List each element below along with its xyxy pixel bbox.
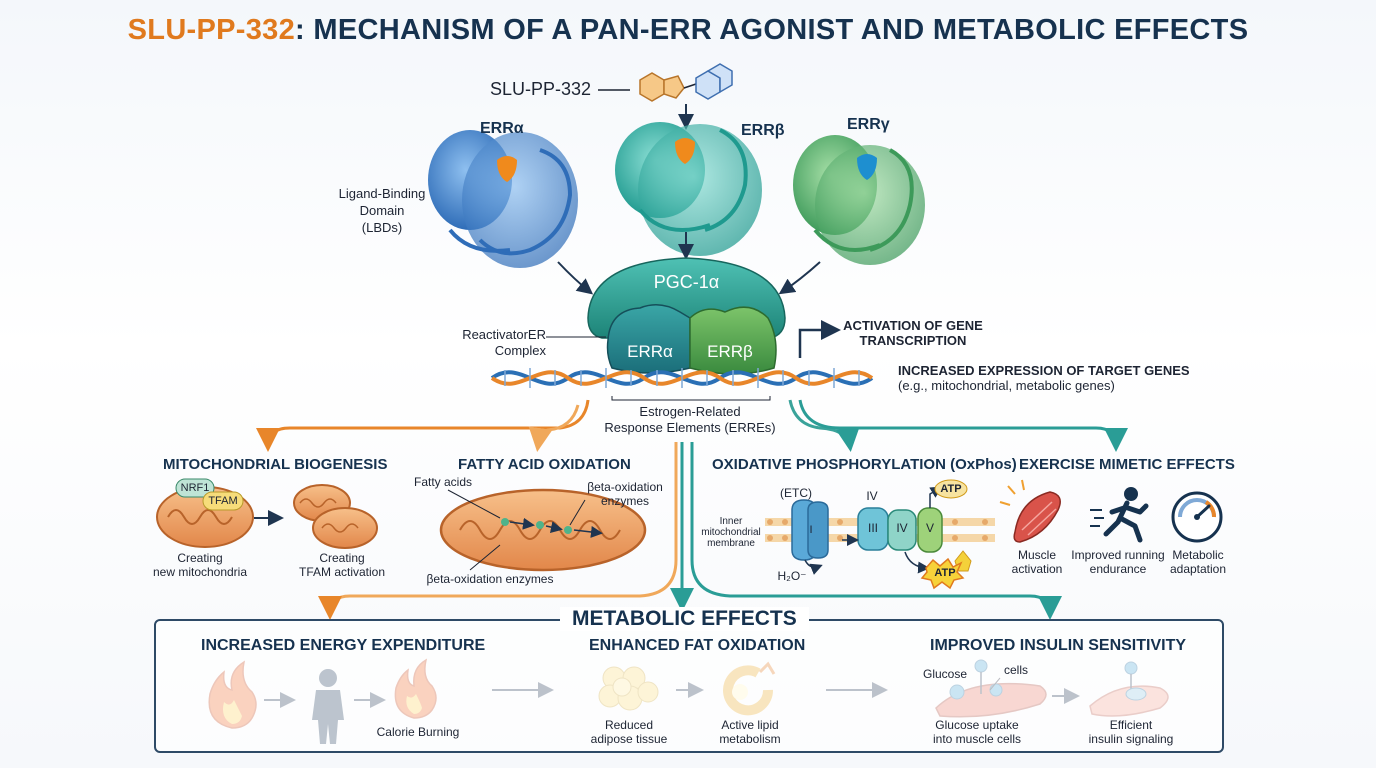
err-gamma-label: ERRγ bbox=[847, 116, 890, 133]
insulin-caption-1: Glucose uptake into muscle cells bbox=[932, 718, 1022, 746]
insulin-caption-2: Efficient insulin signaling bbox=[1088, 718, 1174, 746]
increased-expression-label: INCREASED EXPRESSION OF TARGET GENES bbox=[898, 363, 1190, 378]
cells-label: cells bbox=[1003, 663, 1028, 677]
membrane-label: Inner mitochondrial membrane bbox=[701, 516, 761, 549]
pgc1a-complex bbox=[587, 257, 786, 375]
complex-i-label: I bbox=[809, 524, 813, 536]
pgc1a-label: PGC-1α bbox=[653, 272, 720, 292]
etc-membrane-icon bbox=[765, 479, 995, 590]
nrf1-label: NRF1 bbox=[180, 482, 210, 494]
h2o-label: H₂O⁻ bbox=[777, 569, 807, 583]
fatty-acids-label: Fatty acids bbox=[413, 475, 473, 489]
ligand-label: SLU-PP-332 bbox=[490, 79, 592, 99]
energy-title: INCREASED ENERGY EXPENDITURE bbox=[201, 637, 486, 654]
complex-v-label: V bbox=[925, 521, 934, 535]
fao-title: FATTY ACID OXIDATION bbox=[458, 456, 631, 473]
mito-caption-2: Creating TFAM activation bbox=[298, 551, 386, 579]
fao-mitochondrion-icon bbox=[439, 488, 647, 572]
beta-oxidation-label-1: βeta-oxidation enzymes bbox=[587, 480, 663, 508]
exercise-title: EXERCISE MIMETIC EFFECTS bbox=[1019, 456, 1235, 473]
energy-caption: Calorie Burning bbox=[376, 725, 460, 739]
exercise-caption-1: Muscle activation bbox=[1011, 548, 1063, 576]
err-alpha-protein bbox=[428, 130, 578, 268]
page-title: SLU-PP-332: MECHANISM OF A PAN-ERR AGONI… bbox=[0, 14, 1376, 47]
err-alpha-label: ERRα bbox=[480, 120, 524, 137]
fat-caption-2: Active lipid metabolism bbox=[719, 718, 781, 746]
mito-caption-1: Creating new mitochondria bbox=[152, 551, 248, 579]
glucose-label: Glucose bbox=[922, 667, 968, 681]
err-beta-label: ERRβ bbox=[741, 122, 785, 139]
fat-title: ENHANCED FAT OXIDATION bbox=[589, 637, 806, 654]
mito-title: MITOCHONDRIAL BIOGENESIS bbox=[163, 456, 388, 473]
atp-label-2: ATP bbox=[934, 567, 956, 579]
ligand-molecule-icon bbox=[598, 63, 733, 130]
complex-iv-top-label: IV bbox=[866, 489, 878, 503]
tfam-label: TFAM bbox=[208, 495, 238, 507]
dna-helix bbox=[490, 368, 874, 401]
atp-label-1: ATP bbox=[940, 483, 962, 495]
exercise-caption-2: Improved running endurance bbox=[1071, 548, 1165, 576]
fat-caption-1: Reduced adipose tissue bbox=[590, 718, 668, 746]
complex-iii-label: III bbox=[867, 521, 878, 535]
insulin-title: IMPROVED INSULIN SENSITIVITY bbox=[930, 637, 1187, 654]
exercise-caption-3: Metabolic adaptation bbox=[1169, 548, 1227, 576]
complex-err-beta: ERRβ bbox=[707, 342, 753, 361]
etc-label: (ETC) bbox=[780, 486, 812, 500]
metabolic-effects-title: METABOLIC EFFECTS bbox=[560, 607, 809, 631]
complex-iv-label: IV bbox=[896, 521, 908, 535]
increased-expression-sub: (e.g., mitochondrial, metabolic genes) bbox=[898, 378, 1115, 393]
gauge-icon bbox=[1171, 491, 1223, 543]
lbd-label: Ligand-Binding Domain (LBDs) bbox=[338, 186, 426, 235]
title-drug: SLU-PP-332 bbox=[127, 14, 296, 46]
beta-oxidation-label-2: βeta-oxidation enzymes bbox=[426, 572, 554, 586]
oxphos-title: OXIDATIVE PHOSPHORYLATION (OxPhos) bbox=[712, 456, 1017, 473]
runner-icon bbox=[1090, 487, 1149, 543]
err-beta-protein bbox=[615, 122, 762, 260]
complex-err-alpha: ERRα bbox=[627, 342, 673, 361]
activation-label: ACTIVATION OF GENE TRANSCRIPTION bbox=[843, 318, 983, 348]
err-gamma-protein bbox=[793, 135, 925, 265]
mitochondrion-icon bbox=[156, 478, 254, 548]
complex-label: ReactivatorER Complex bbox=[462, 327, 546, 358]
dividing-mitochondria-icon bbox=[293, 484, 378, 549]
title-rest: : MECHANISM OF A PAN-ERR AGONIST AND MET… bbox=[295, 14, 1249, 46]
muscle-icon bbox=[999, 479, 1061, 543]
erre-label: Estrogen-Related Response Elements (ERRE… bbox=[604, 404, 776, 435]
